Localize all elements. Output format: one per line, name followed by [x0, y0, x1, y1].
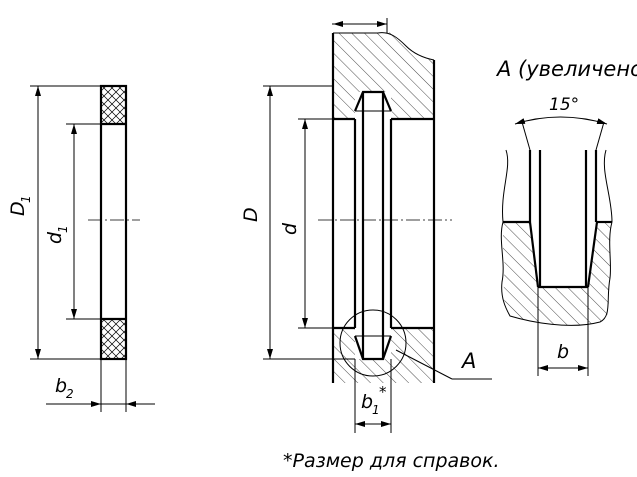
label-b1: b 1 *	[361, 383, 387, 417]
label-angle: 15°	[549, 95, 579, 115]
angle-arc	[514, 116, 608, 125]
label-d1: d 1	[44, 225, 70, 244]
label-A: A	[460, 349, 476, 373]
svg-text:d: d	[44, 231, 66, 244]
washer-view: D 1 d 1 b 2	[7, 84, 155, 412]
svg-text:b: b	[361, 391, 373, 413]
svg-text:1: 1	[372, 403, 380, 417]
svg-text:b: b	[55, 375, 67, 397]
washer-outline	[99, 84, 128, 361]
detail-view-A: A (увеличено) 15° b	[495, 57, 637, 376]
svg-text:2: 2	[66, 387, 74, 401]
svg-text:D: D	[7, 201, 29, 216]
label-D1: D 1	[7, 195, 33, 216]
detail-circle-A	[339, 309, 407, 377]
label-D: D	[240, 207, 262, 222]
svg-text:1: 1	[19, 195, 33, 203]
svg-text:1: 1	[56, 225, 70, 233]
svg-text:*: *	[379, 383, 387, 401]
label-b2: b 2	[55, 375, 74, 401]
label-d: d	[279, 222, 301, 235]
footnote: *Размер для справок.	[283, 450, 500, 472]
assembly-view: D d b 1 * A	[240, 18, 492, 433]
label-b: b	[557, 341, 569, 363]
washer-section-bottom	[101, 319, 126, 359]
washer-section-top	[101, 86, 126, 124]
detail-title: A (увеличено)	[495, 57, 637, 81]
